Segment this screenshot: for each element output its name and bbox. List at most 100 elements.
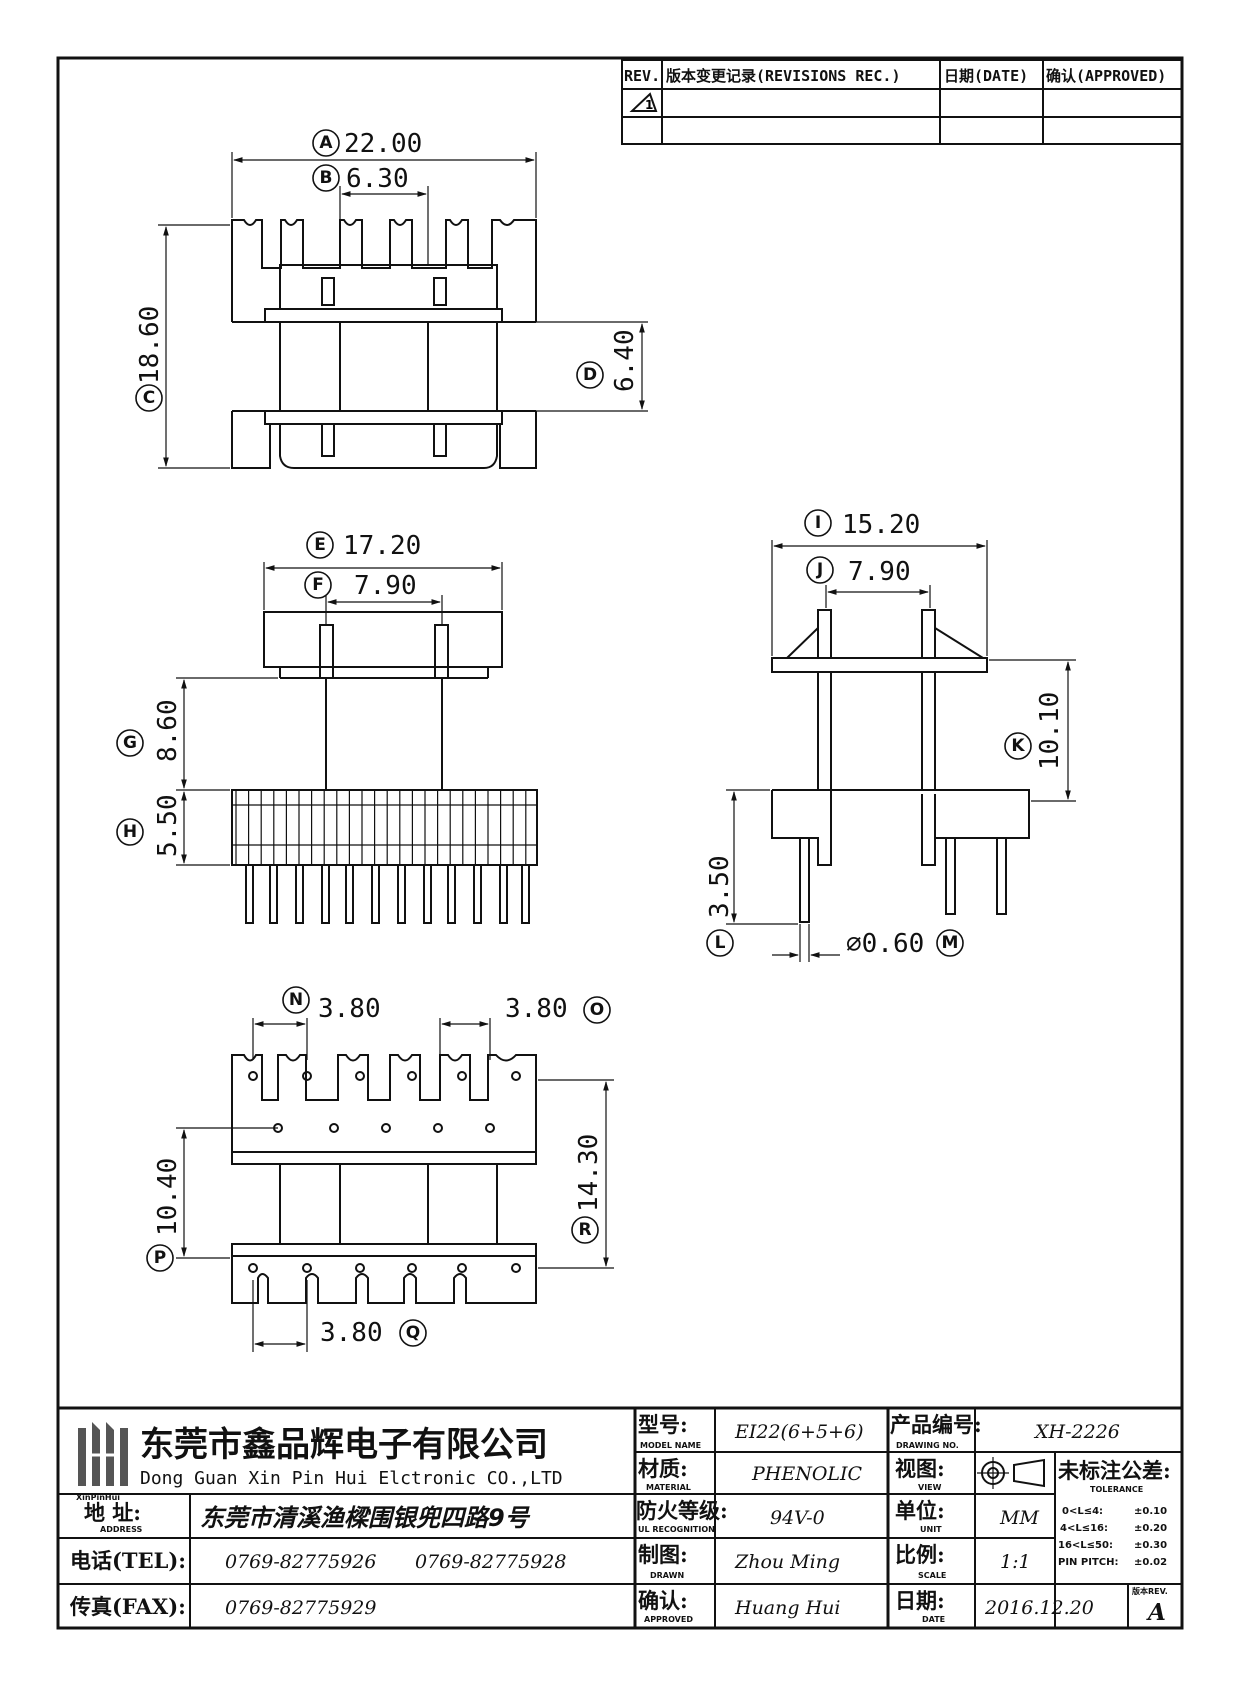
- svg-text:±0.10: ±0.10: [1134, 1506, 1167, 1517]
- logo-text: XinPinHui: [76, 1493, 120, 1502]
- dim-j: J 7.90: [806, 556, 931, 608]
- pin-hole: [457, 1071, 467, 1081]
- pin-hole: [407, 1071, 417, 1081]
- svg-text:I: I: [815, 513, 821, 533]
- rev-symbol: 1: [645, 98, 653, 112]
- address-value: 东莞市清溪渔樑围银兜四路9号: [200, 1504, 531, 1532]
- drawing-border: [56, 56, 1184, 1630]
- svg-text:B: B: [320, 168, 333, 188]
- pin: [521, 864, 530, 924]
- svg-text:N: N: [289, 990, 303, 1010]
- svg-text:UNIT: UNIT: [920, 1525, 942, 1534]
- dim-m-value: ⌀0.60: [846, 929, 924, 959]
- dim-g: G 8.60: [116, 677, 278, 791]
- unit-label: 单位:: [895, 1498, 945, 1523]
- svg-text:UL RECOGNITION: UL RECOGNITION: [638, 1525, 715, 1534]
- tel-value-1: 0769-82775926: [225, 1551, 376, 1573]
- pin-hole: [302, 1263, 312, 1273]
- unit-value: MM: [999, 1507, 1039, 1529]
- svg-text:G: G: [123, 733, 137, 753]
- dim-a: A 22.00: [231, 129, 537, 218]
- dim-d: D 6.40: [504, 321, 648, 412]
- svg-text:D: D: [583, 365, 597, 385]
- front-view: [231, 219, 537, 469]
- drawing-no-value: XH-2226: [1033, 1421, 1120, 1443]
- company-name-cn: 东莞市鑫品辉电子有限公司: [140, 1425, 548, 1465]
- svg-text:TOLERANCE: TOLERANCE: [1090, 1485, 1143, 1494]
- pin-hole: [302, 1071, 312, 1081]
- pin-hole: [355, 1071, 365, 1081]
- date-value: 2016.12.20: [984, 1597, 1094, 1619]
- svg-text:L: L: [715, 933, 726, 953]
- svg-text:O: O: [590, 1000, 604, 1020]
- dim-k-value: 10.10: [1035, 692, 1065, 770]
- dim-p-value: 10.40: [153, 1158, 183, 1236]
- tel-label: 电话(TEL):: [70, 1548, 186, 1573]
- svg-text:PIN PITCH:: PIN PITCH:: [1058, 1557, 1118, 1568]
- svg-text:C: C: [143, 388, 155, 408]
- svg-text:DRAWING NO.: DRAWING NO.: [896, 1441, 959, 1450]
- revision-table: REV. 版本变更记录(REVISIONS REC.) 日期(DATE) 确认(…: [621, 59, 1183, 145]
- svg-text:H: H: [123, 822, 137, 842]
- scale-label: 比例:: [895, 1542, 945, 1567]
- svg-text:F: F: [312, 575, 324, 595]
- svg-text:R: R: [578, 1220, 591, 1240]
- svg-text:±0.30: ±0.30: [1134, 1540, 1167, 1551]
- model-label: 型号:: [638, 1412, 688, 1437]
- pin-hole: [511, 1071, 521, 1081]
- dim-o: 3.80 O: [439, 994, 611, 1060]
- dim-r-value: 14.30: [574, 1134, 604, 1212]
- pin-hole: [381, 1123, 391, 1133]
- date-label: 日期:: [895, 1588, 945, 1613]
- pin: [397, 864, 406, 924]
- dim-n-value: 3.80: [318, 994, 381, 1024]
- pin-hole: [248, 1263, 258, 1273]
- svg-text:MODEL NAME: MODEL NAME: [640, 1441, 701, 1450]
- pin-hole: [407, 1263, 417, 1273]
- pin: [447, 864, 456, 924]
- drawn-label: 制图:: [638, 1542, 688, 1567]
- material-label: 材质:: [638, 1456, 688, 1481]
- address-label: 地 址:: [84, 1500, 141, 1525]
- dim-q: 3.80 Q: [252, 1280, 427, 1352]
- company-logo-icon: XinPinHui: [76, 1422, 128, 1502]
- pin-hole: [433, 1123, 443, 1133]
- revisions-header: 版本变更记录(REVISIONS REC.): [666, 67, 901, 85]
- view-label: 视图:: [895, 1456, 945, 1481]
- date-header: 日期(DATE): [944, 67, 1028, 85]
- dim-f: F 7.90: [304, 571, 443, 624]
- svg-text:M: M: [942, 933, 959, 953]
- dim-i-value: 15.20: [842, 510, 920, 540]
- rev-value: A: [1146, 1599, 1166, 1626]
- fax-value: 0769-82775929: [225, 1597, 376, 1619]
- svg-text:±0.02: ±0.02: [1134, 1557, 1167, 1568]
- pin: [423, 864, 432, 924]
- dim-h-value: 5.50: [153, 794, 183, 857]
- svg-text:P: P: [154, 1248, 166, 1268]
- svg-text:J: J: [816, 560, 823, 580]
- fax-label: 传真(FAX):: [69, 1594, 186, 1619]
- dim-c-value: 18.60: [135, 306, 165, 384]
- dim-j-value: 7.90: [848, 557, 911, 587]
- pin-hole: [457, 1263, 467, 1273]
- pin: [371, 864, 380, 924]
- rev-triangle-icon: [629, 92, 658, 112]
- company-name-en: Dong Guan Xin Pin Hui Elctronic CO.,LTD: [140, 1468, 563, 1489]
- end-view: [771, 609, 1030, 923]
- dim-q-value: 3.80: [320, 1318, 383, 1348]
- fire-value: 94V-0: [770, 1507, 825, 1529]
- approved-label: 确认:: [638, 1588, 688, 1613]
- svg-text:A: A: [319, 133, 333, 153]
- pin: [499, 864, 508, 924]
- dim-c: C 18.60: [135, 224, 230, 469]
- approved-value: Huang Hui: [734, 1597, 840, 1619]
- dim-h: H 5.50: [116, 791, 230, 866]
- svg-text:VIEW: VIEW: [918, 1483, 942, 1492]
- dim-i: I 15.20: [771, 509, 988, 656]
- model-value: EI22(6+5+6): [734, 1421, 863, 1443]
- tel-value-2: 0769-82775928: [415, 1551, 566, 1573]
- dim-r: R 14.30: [538, 1079, 614, 1269]
- side-view: [231, 611, 538, 924]
- address-label-en: ADDRESS: [100, 1525, 143, 1534]
